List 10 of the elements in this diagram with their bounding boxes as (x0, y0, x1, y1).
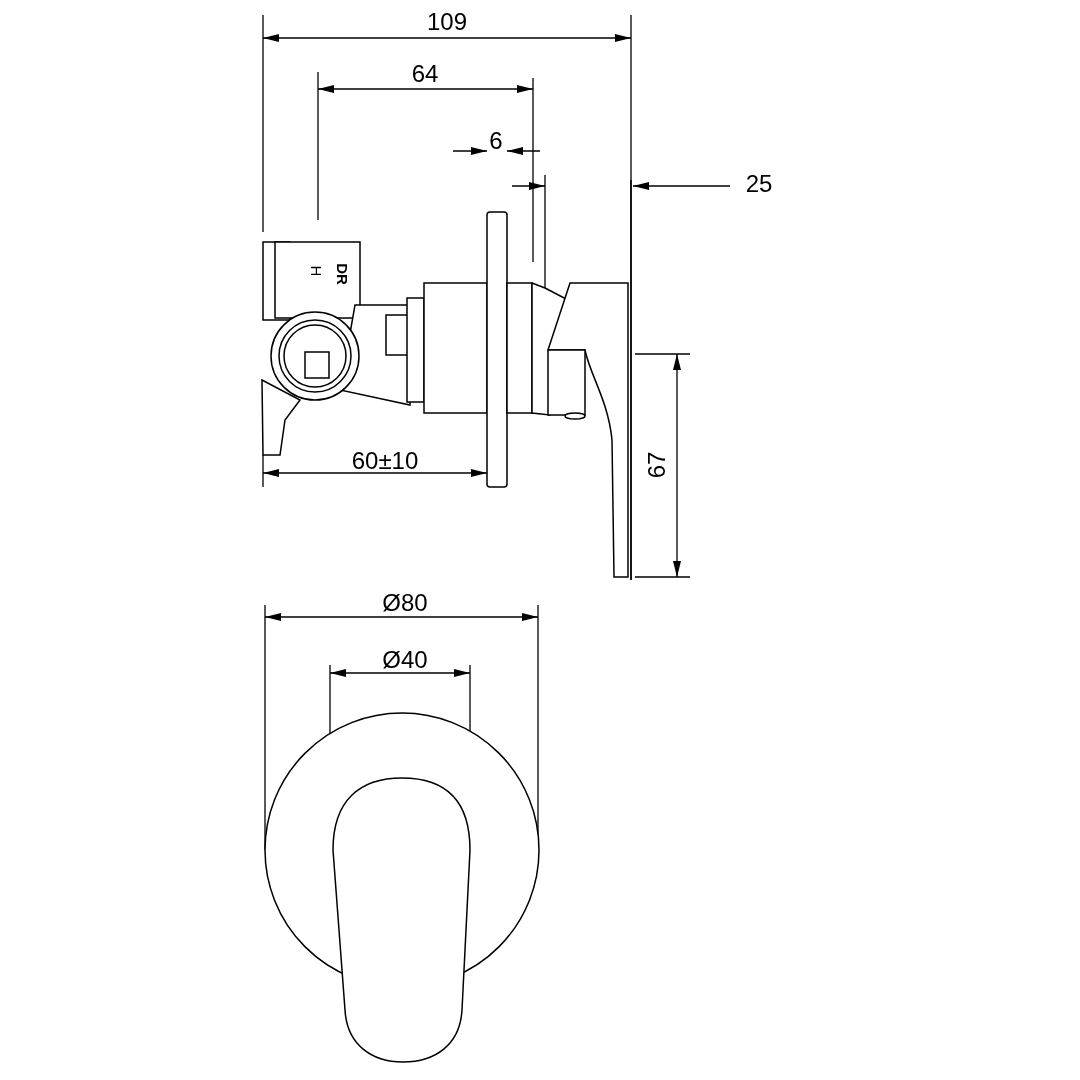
dimension-label: 25 (745, 172, 773, 196)
dimension-label: 6 (489, 129, 503, 153)
dimension-label: 60±10 (351, 449, 419, 473)
dimension-label: 64 (411, 62, 439, 86)
dimension-label: Ø80 (382, 591, 428, 615)
marking-text: DR (334, 263, 350, 285)
dimension-label: Ø40 (382, 648, 428, 672)
dimension-label: 67 (645, 451, 669, 479)
marking-text: H (308, 265, 324, 277)
dimension-label: 109 (427, 10, 467, 34)
